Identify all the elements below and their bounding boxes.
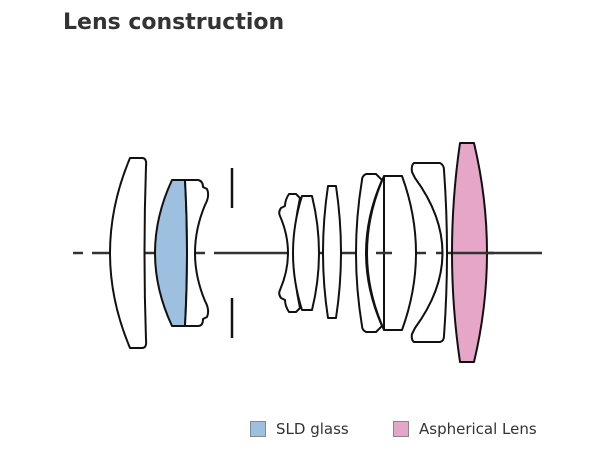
aspherical-lens-swatch [393,421,409,437]
legend-label: Aspherical Lens [419,420,537,438]
page-title: Lens construction [63,10,285,35]
lens-element-6 [322,185,342,319]
lens-element-3 [184,179,210,327]
lens-element-5 [292,195,320,311]
lens-element-1 [109,157,148,349]
legend-item-sld-glass: SLD glass [250,420,349,438]
legend-item-aspherical-lens: Aspherical Lens [393,420,537,438]
sld-glass-swatch [250,421,266,437]
lens-element-2-sld [154,179,188,327]
lens-element-9 [410,162,448,343]
legend-label: SLD glass [276,420,349,438]
